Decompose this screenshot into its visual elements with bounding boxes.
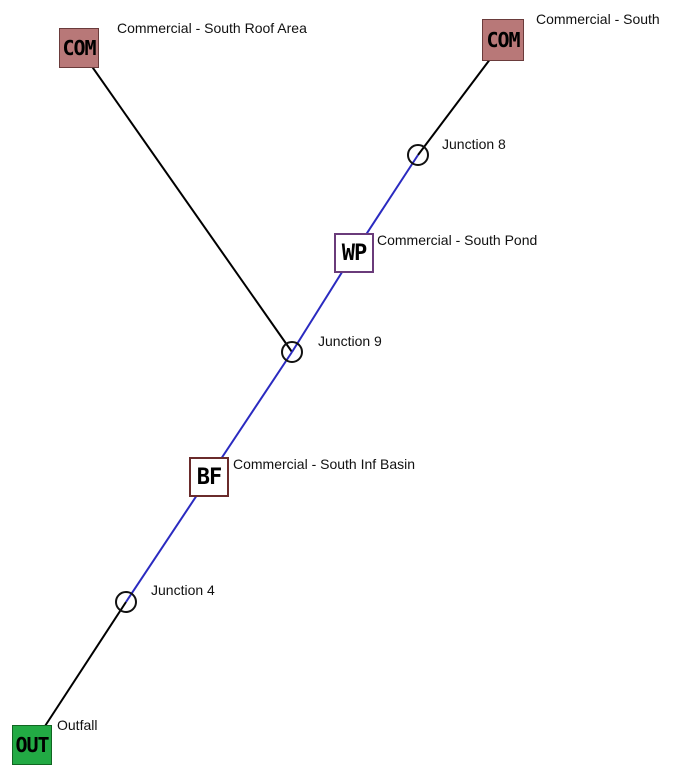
junction-9-node[interactable] <box>281 341 303 363</box>
junction-9-label: Junction 9 <box>318 333 382 349</box>
outfall-node[interactable]: OUT <box>12 725 52 765</box>
link-basin-to-junction4[interactable] <box>125 476 210 603</box>
link-junction4-to-outfall[interactable] <box>31 601 127 747</box>
outfall-label: Outfall <box>57 717 98 733</box>
commercial-south-label: Commercial - South <box>536 11 660 27</box>
wet-pond-node[interactable]: WP <box>334 233 374 273</box>
commercial-roof-node[interactable]: COM <box>59 28 99 68</box>
infiltration-basin-node[interactable]: BF <box>189 457 229 497</box>
link-roof-to-junction9[interactable] <box>78 47 293 353</box>
junction-8-label: Junction 8 <box>442 136 506 152</box>
commercial-south-node[interactable]: COM <box>482 19 524 61</box>
link-junction9-to-basin[interactable] <box>208 351 293 478</box>
wet-pond-label: Commercial - South Pond <box>377 232 538 248</box>
commercial-roof-label: Commercial - South Roof Area <box>117 20 307 36</box>
junction-4-label: Junction 4 <box>151 582 215 598</box>
junction-8-node[interactable] <box>407 144 429 166</box>
infiltration-basin-label: Commercial - South Inf Basin <box>233 456 416 472</box>
junction-4-node[interactable] <box>115 591 137 613</box>
